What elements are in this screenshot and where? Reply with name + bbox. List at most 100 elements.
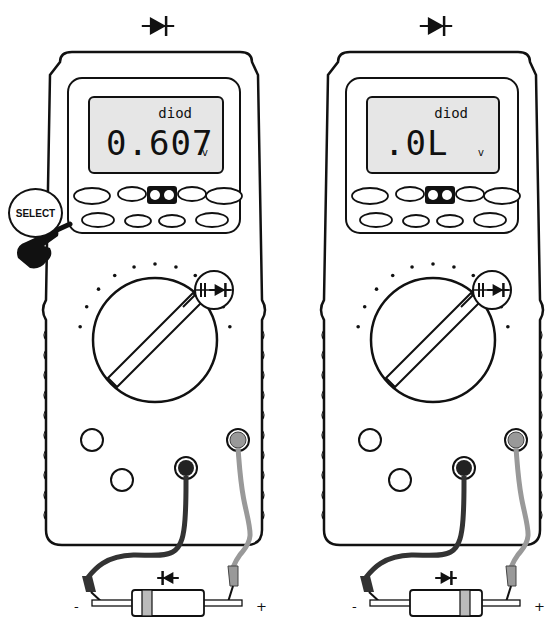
meter-button: [74, 188, 110, 204]
meter-housing: [321, 52, 543, 545]
grip-ridge: [540, 390, 542, 400]
meter-button: [196, 213, 228, 227]
diode-body: [132, 590, 204, 616]
grip-ridge: [44, 450, 46, 460]
meter-button: [206, 188, 242, 204]
dial-dot: [193, 274, 197, 278]
black-plug: [178, 460, 194, 476]
meter-button: [125, 215, 151, 227]
cap-diode-symbol: [196, 283, 232, 297]
center-button: [428, 190, 438, 200]
vohm-jack: [227, 429, 249, 451]
center-button-block: [147, 186, 177, 204]
cap-diode-symbol: [474, 283, 510, 297]
grey-probe: [228, 566, 238, 586]
black-probe: [360, 576, 374, 592]
dial-dot: [471, 274, 475, 278]
multimeter: [321, 16, 543, 616]
unit-indicator: v: [478, 148, 484, 158]
meter-button: [82, 213, 114, 227]
positive-polarity: +: [534, 600, 545, 613]
meter-button: [403, 215, 429, 227]
grip-ridge: [540, 350, 542, 360]
grip-ridge: [322, 390, 324, 400]
meter-housing: [43, 52, 265, 545]
grip-ridge: [262, 410, 264, 420]
cathode-band: [142, 590, 152, 616]
grip-ridge: [540, 470, 542, 480]
cap-lead: [196, 289, 232, 291]
dial-dot: [391, 274, 395, 278]
function-callout: [473, 271, 511, 309]
grip-ridge: [540, 430, 542, 440]
grip-ridge: [322, 490, 324, 500]
negative-polarity: -: [352, 600, 357, 613]
positive-polarity: +: [256, 600, 267, 613]
grip-ridge: [44, 430, 46, 440]
grip-ridge: [322, 410, 324, 420]
dial-dot: [85, 305, 89, 309]
meter-button: [118, 187, 146, 201]
black-test-lead: [364, 476, 464, 580]
dial-dot: [375, 287, 379, 291]
grey-probe: [506, 566, 516, 586]
grip-ridge: [540, 510, 542, 520]
grey-test-lead: [510, 448, 528, 570]
unit-indicator: v: [202, 148, 208, 158]
negative-polarity: -: [74, 600, 79, 613]
dial-dot: [78, 325, 82, 329]
diode-body: [410, 590, 482, 616]
grip-ridge: [540, 330, 542, 340]
button-label: SELECT: [16, 208, 55, 219]
meter-button: [159, 215, 185, 227]
diode-symbol-lead: [142, 25, 174, 27]
black-plug: [456, 460, 472, 476]
grip-ridge: [44, 390, 46, 400]
meter-button: [360, 213, 392, 227]
meter-button: [396, 187, 424, 201]
grip-ridge: [44, 350, 46, 360]
vohm-jack: [505, 429, 527, 451]
dial-dot: [452, 265, 456, 269]
select-button: SELECT: [8, 188, 63, 238]
grip-ridge: [262, 470, 264, 480]
input-jack: [359, 429, 381, 451]
center-button: [164, 190, 174, 200]
dial-dot: [113, 274, 117, 278]
black-probe: [82, 576, 96, 592]
diode-symbol-lead: [435, 577, 457, 579]
dial-dot: [132, 265, 136, 269]
grip-ridge: [540, 490, 542, 500]
dial-knob: [108, 293, 202, 387]
meter-button: [352, 188, 388, 204]
grip-ridge: [322, 330, 324, 340]
grip-ridge: [322, 430, 324, 440]
dial-dot: [410, 265, 414, 269]
grip-ridge: [322, 470, 324, 480]
grip-ridge: [44, 370, 46, 380]
grip-ridge: [44, 490, 46, 500]
dial-dot: [174, 265, 178, 269]
grip-ridge: [322, 450, 324, 460]
com-jack: [453, 457, 475, 479]
grip-ridge: [44, 410, 46, 420]
dial-dot: [363, 305, 367, 309]
dial-dot: [431, 262, 435, 266]
grip-ridge: [262, 490, 264, 500]
grip-ridge: [262, 390, 264, 400]
meter-button: [178, 187, 206, 201]
reading-value: .0L: [384, 126, 448, 160]
meter-button: [456, 187, 484, 201]
grip-ridge: [262, 370, 264, 380]
meter-button: [484, 188, 520, 204]
dial-dot: [153, 262, 157, 266]
dial-dot: [356, 325, 360, 329]
grey-test-lead: [232, 448, 250, 570]
grip-ridge: [540, 410, 542, 420]
grip-ridge: [322, 370, 324, 380]
grip-ridge: [540, 370, 542, 380]
grip-ridge: [262, 350, 264, 360]
grip-ridge: [44, 510, 46, 520]
